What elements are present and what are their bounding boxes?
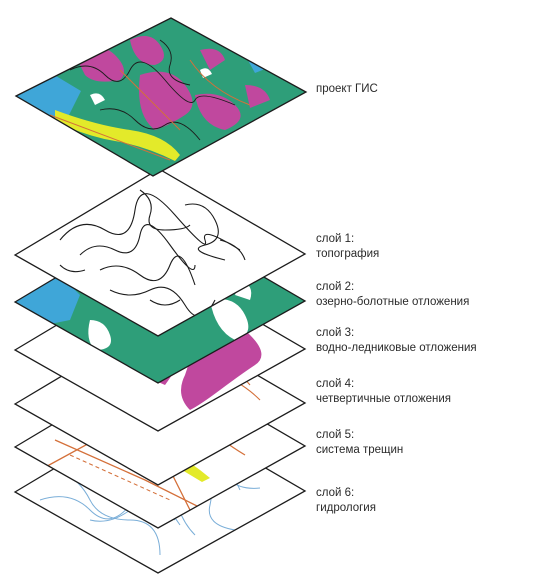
label-layer-4: слой 4: четвертичные отложения bbox=[316, 377, 451, 407]
label-line: слой 1: bbox=[316, 233, 355, 245]
label-line: топография bbox=[316, 248, 380, 260]
label-layer-3: слой 3: водно-ледниковые отложения bbox=[316, 326, 477, 356]
label-line: водно-ледниковые отложения bbox=[316, 342, 477, 354]
label-line: проект ГИС bbox=[316, 83, 378, 95]
label-layer-5: слой 5: система трещин bbox=[316, 428, 403, 458]
label-gis-project: проект ГИС bbox=[316, 82, 378, 97]
label-line: гидрология bbox=[316, 502, 376, 514]
label-line: озерно-болотные отложения bbox=[316, 296, 470, 308]
label-line: система трещин bbox=[316, 444, 404, 456]
label-line: слой 5: bbox=[316, 429, 355, 441]
label-line: слой 3: bbox=[316, 327, 355, 339]
label-line: четвертичные отложения bbox=[316, 393, 452, 405]
label-layer-2: слой 2: озерно-болотные отложения bbox=[316, 280, 469, 310]
label-line: слой 4: bbox=[316, 378, 355, 390]
label-line: слой 6: bbox=[316, 487, 355, 499]
gis-project-composite-map bbox=[14, 17, 308, 177]
layer-1-topography-map bbox=[13, 168, 307, 337]
label-layer-6: слой 6: гидрология bbox=[316, 486, 376, 516]
label-layer-1: слой 1: топография bbox=[316, 232, 379, 262]
label-line: слой 2: bbox=[316, 281, 355, 293]
